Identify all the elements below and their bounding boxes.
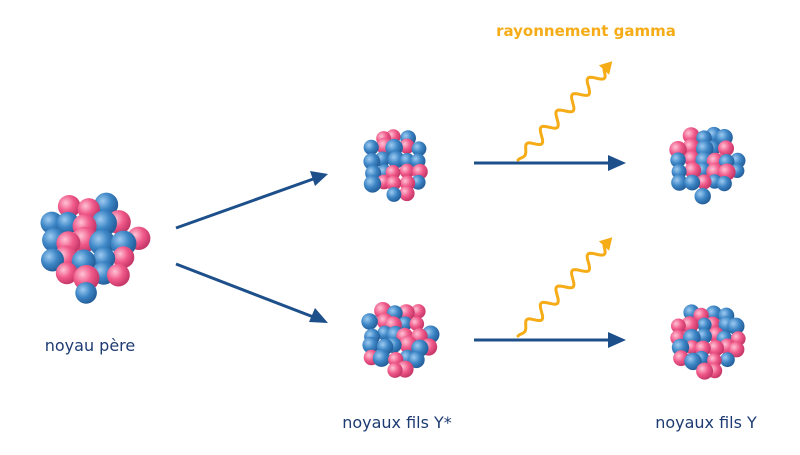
proton-sphere [696, 174, 712, 190]
arrow-decay-bottom [474, 332, 626, 348]
neutron-sphere [727, 317, 745, 335]
proton-sphere [107, 263, 130, 287]
neutron-sphere [720, 352, 735, 368]
proton-sphere [387, 362, 403, 378]
neutron-sphere [75, 282, 97, 304]
proton-sphere [728, 341, 745, 358]
proton-sphere [399, 138, 415, 154]
proton-sphere [707, 353, 722, 368]
proton-sphere [411, 304, 426, 319]
proton-sphere [112, 246, 135, 269]
neutron-sphere [40, 211, 63, 234]
neutron-sphere [363, 175, 382, 193]
neutron-sphere [411, 141, 427, 157]
neutron-sphere [397, 316, 413, 331]
neutron-sphere [362, 336, 380, 354]
proton-sphere [718, 140, 734, 157]
neutron-sphere [684, 174, 701, 191]
neutron-sphere [386, 187, 402, 202]
arrow-decay-top [474, 155, 626, 171]
proton-sphere [696, 362, 714, 380]
label-parent-nucleus: noyau père [45, 336, 136, 355]
neutron-sphere [408, 351, 425, 369]
ground-daughter-nucleus-top [669, 126, 746, 205]
arrow-fission-up [175, 171, 328, 230]
neutron-sphere [697, 317, 712, 332]
neutron-sphere [372, 349, 391, 367]
proton-sphere [55, 262, 78, 285]
label-gamma-radiation: rayonnement gamma [496, 22, 676, 40]
parent-nucleus [40, 192, 151, 304]
proton-sphere [57, 195, 81, 218]
neutron-sphere [361, 313, 378, 330]
label-excited-daughters: noyaux fils Y* [342, 413, 452, 432]
excited-daughter-nucleus-top [363, 129, 428, 202]
neutron-sphere [716, 176, 732, 192]
gamma-ray-wave-top [516, 61, 613, 162]
proton-sphere [671, 318, 686, 334]
proton-sphere [385, 165, 401, 180]
neutron-sphere [399, 153, 415, 168]
excited-daughter-nucleus-bottom [361, 302, 440, 378]
proton-sphere [399, 163, 415, 179]
neutron-sphere [387, 151, 405, 169]
proton-sphere [397, 304, 415, 321]
neutron-sphere [671, 174, 688, 191]
proton-sphere [399, 185, 415, 202]
gamma-ray-wave-bottom [516, 237, 613, 338]
proton-sphere [707, 340, 724, 357]
ground-daughter-nucleus-bottom [670, 304, 746, 380]
neutron-sphere [41, 248, 64, 272]
neutron-sphere [670, 152, 686, 168]
proton-sphere [684, 162, 702, 179]
neutron-sphere [94, 192, 119, 217]
neutron-sphere [91, 210, 117, 236]
arrow-fission-down [175, 262, 328, 323]
neutron-sphere [694, 188, 711, 205]
neutron-sphere [684, 352, 702, 371]
neutron-sphere [363, 153, 381, 170]
proton-sphere [409, 316, 425, 332]
neutron-sphere [363, 139, 379, 155]
proton-sphere [386, 175, 402, 191]
label-ground-daughters: noyaux fils Y [655, 413, 757, 432]
proton-sphere [682, 138, 700, 156]
